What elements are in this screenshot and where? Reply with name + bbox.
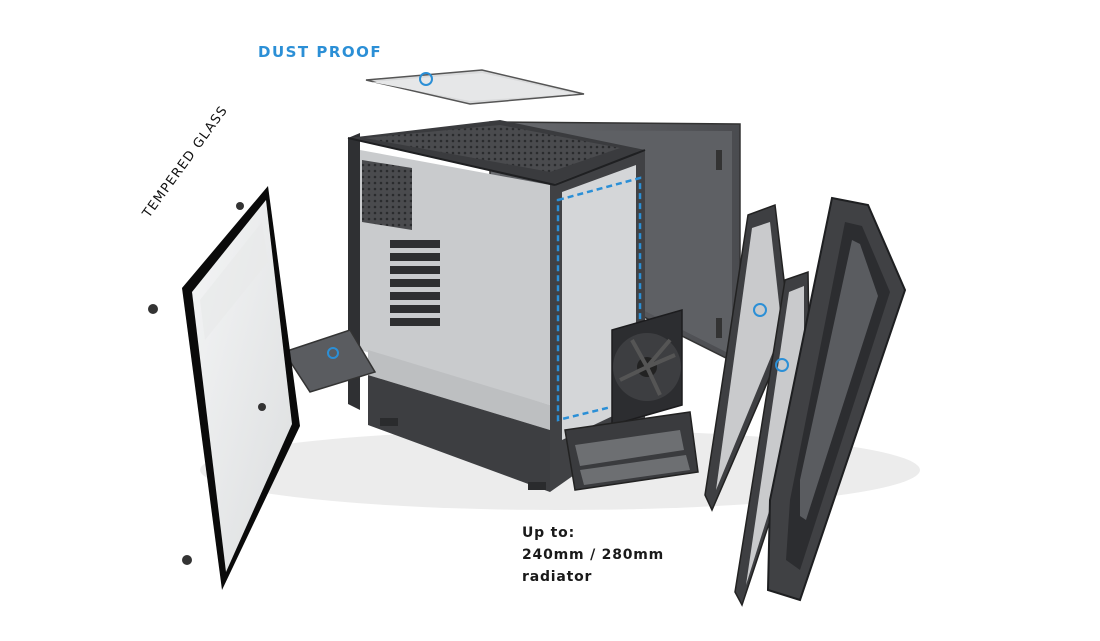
bottom-dust-filter	[282, 329, 377, 393]
front-filter-marker-icon	[775, 358, 789, 372]
thumbscrew-icon	[148, 304, 158, 314]
tempered-glass-panel	[148, 186, 300, 590]
dust-filter-marker-icon	[419, 72, 433, 86]
bottom-filter-marker-icon	[327, 347, 339, 359]
radiator-mount-outline	[556, 176, 642, 422]
radiator-support-label: Up to: 240mm / 280mm radiator	[522, 522, 664, 588]
thumbscrew-icon	[236, 202, 244, 210]
radiator-label-line-2: 240mm / 280mm	[522, 547, 665, 563]
chassis	[347, 120, 646, 492]
radiator-label-line-1: Up to:	[522, 525, 575, 541]
top-dust-filter	[365, 69, 585, 105]
pci-slots	[390, 240, 440, 326]
hdd-cage	[564, 411, 699, 491]
front-panel	[766, 196, 907, 602]
front-fan	[611, 309, 683, 426]
thumbscrew-icon	[258, 403, 266, 411]
radiator-label-line-3: radiator	[522, 569, 593, 585]
dust-proof-label: DUST PROOF	[258, 43, 383, 61]
front-filter-marker-icon	[753, 303, 767, 317]
thumbscrew-icon	[182, 555, 192, 565]
